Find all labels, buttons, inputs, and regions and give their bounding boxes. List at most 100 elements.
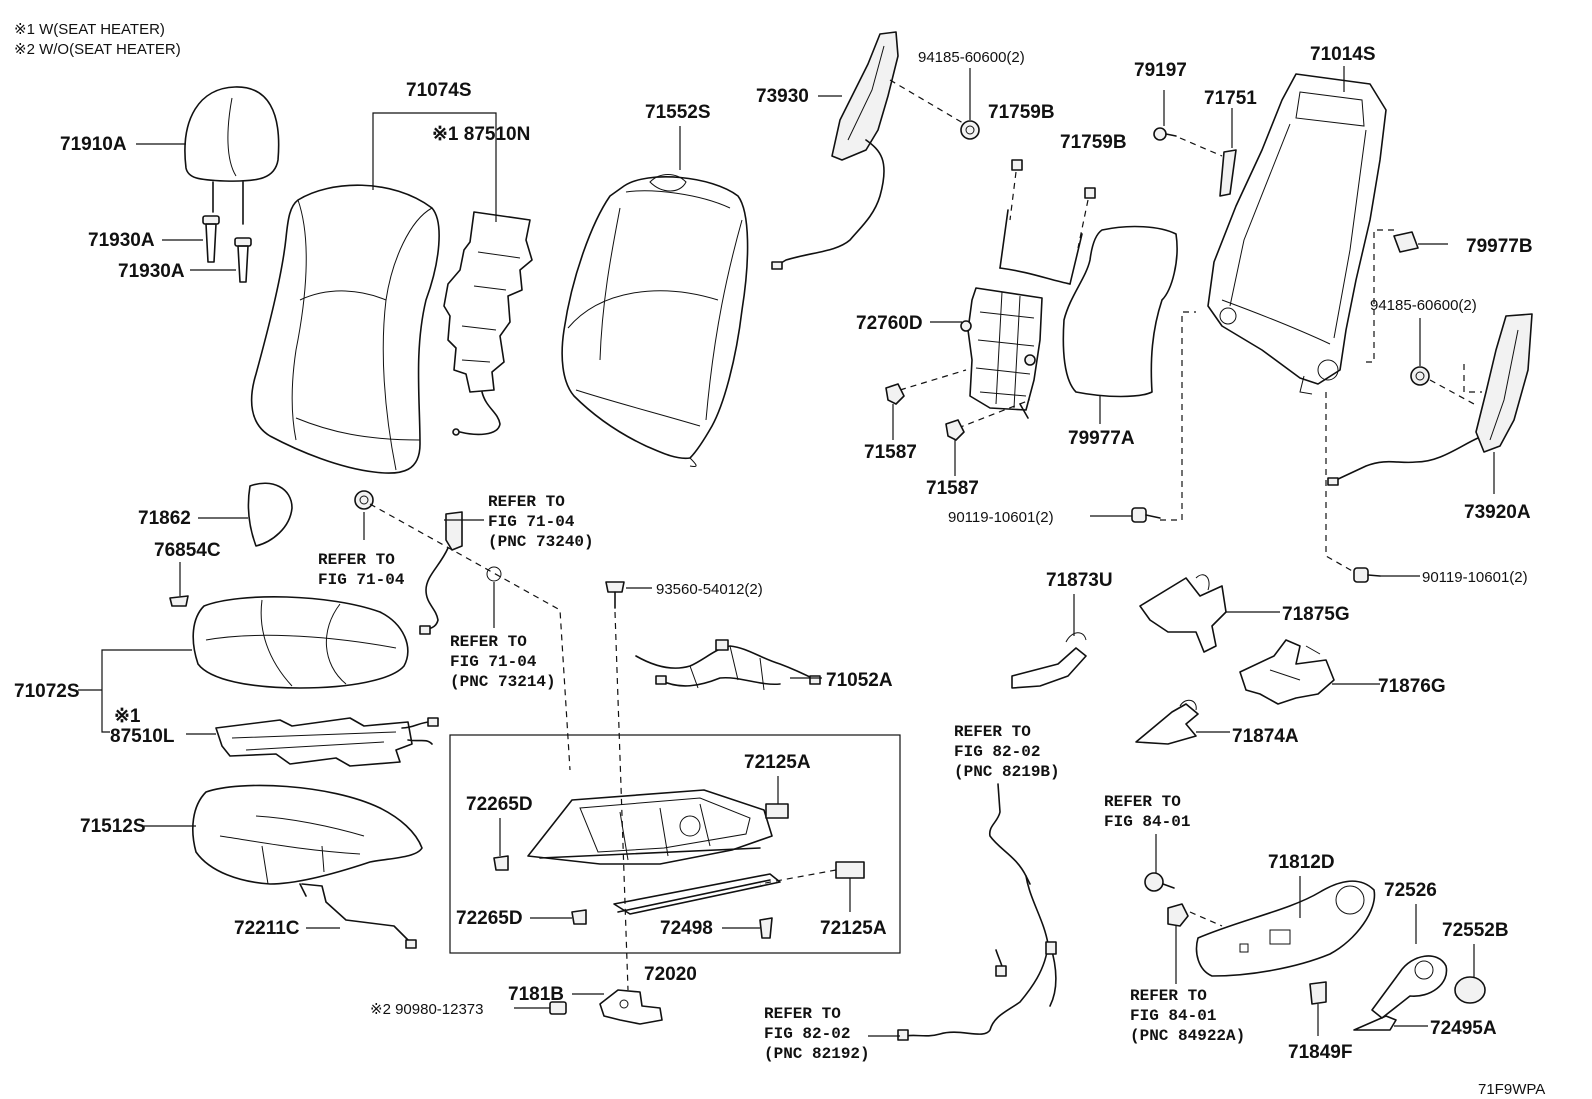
svg-text:(PNC 73214): (PNC 73214)	[450, 673, 556, 691]
label-72125A-upper[interactable]: 72125A	[744, 752, 811, 773]
ref-fig-82-02-pnc-82192[interactable]: REFER TO FIG 82-02 (PNC 82192)	[764, 1005, 870, 1063]
label-71759B-left[interactable]: 71759B	[988, 102, 1055, 123]
label-72020[interactable]: 72020	[644, 964, 697, 985]
note-no-seat-heater: ※2 W/O(SEAT HEATER)	[14, 41, 181, 58]
wire-harness-71052A-drawing	[635, 639, 821, 691]
cover-71849F-drawing	[1309, 981, 1327, 1005]
label-72552B[interactable]: 72552B	[1442, 920, 1509, 941]
cover-71876G-drawing	[1239, 639, 1335, 705]
label-71751[interactable]: 71751	[1204, 88, 1257, 109]
headrest-support-drawing	[202, 215, 252, 283]
label-71910A[interactable]: 71910A	[60, 134, 127, 155]
label-71873U[interactable]: 71873U	[1046, 570, 1113, 591]
cap-72552B-drawing	[1454, 976, 1486, 1004]
label-76854C[interactable]: 76854C	[154, 540, 221, 561]
ref-fig-82-02-pnc-8219B[interactable]: REFER TO FIG 82-02 (PNC 8219B)	[954, 723, 1060, 781]
svg-text:REFER TO: REFER TO	[450, 633, 527, 651]
headrest-drawing	[184, 86, 280, 225]
label-72265D-upper[interactable]: 72265D	[466, 794, 533, 815]
bolt-93560-drawing	[605, 581, 625, 609]
label-72211C[interactable]: 72211C	[234, 918, 300, 939]
label-90119-10601-right[interactable]: 90119-10601(2)	[1422, 569, 1528, 586]
label-94185-60600-right[interactable]: 94185-60600(2)	[1370, 297, 1477, 314]
svg-text:REFER TO: REFER TO	[954, 723, 1031, 741]
clip-71759B-right	[1084, 187, 1096, 199]
clip-72265D-lower-drawing	[571, 909, 587, 925]
seat-adjuster-box	[449, 734, 901, 954]
label-73930[interactable]: 73930	[756, 86, 809, 107]
label-72498[interactable]: 72498	[660, 918, 713, 939]
bolt-90119-right-drawing	[1353, 567, 1381, 583]
label-72495A[interactable]: 72495A	[1430, 1018, 1497, 1039]
ref-fig-71-04-pnc-73214[interactable]: REFER TO FIG 71-04 (PNC 73214)	[450, 633, 556, 691]
svg-text:FIG 82-02: FIG 82-02	[954, 743, 1040, 761]
svg-text:REFER TO: REFER TO	[764, 1005, 841, 1023]
svg-text:REFER TO: REFER TO	[488, 493, 565, 511]
clip-76854C-drawing	[169, 595, 189, 607]
side-airbag-right-drawing	[1327, 313, 1533, 486]
label-7181B[interactable]: 7181B	[508, 984, 564, 1005]
seat-cushion-cover-drawing	[192, 596, 409, 689]
label-71074S[interactable]: 71074S	[406, 80, 472, 101]
label-93560-54012[interactable]: 93560-54012(2)	[656, 581, 763, 598]
label-73920A[interactable]: 73920A	[1464, 502, 1531, 523]
clip-71587-drawing	[885, 383, 965, 441]
seatback-spring-drawing	[960, 209, 1083, 419]
ref-fig-84-01[interactable]: REFER TO FIG 84-01	[1104, 793, 1190, 831]
ref-fig-84-01-pnc-84922A[interactable]: REFER TO FIG 84-01 (PNC 84922A)	[1130, 987, 1245, 1045]
ref-fig-71-04[interactable]: REFER TO FIG 71-04	[318, 551, 405, 589]
cover-72125A-lower-drawing	[835, 861, 865, 879]
svg-text:FIG 71-04: FIG 71-04	[450, 653, 537, 671]
label-94185-60600-top[interactable]: 94185-60600(2)	[918, 49, 1025, 66]
label-71587-right[interactable]: 71587	[926, 478, 979, 499]
ref-fig-71-04-pnc-73240[interactable]: REFER TO FIG 71-04 (PNC 73240)	[488, 493, 594, 551]
label-79197[interactable]: 79197	[1134, 60, 1187, 81]
bracket-7181B-drawing	[599, 989, 663, 1025]
svg-text:FIG 84-01: FIG 84-01	[1130, 1007, 1216, 1025]
label-71552S[interactable]: 71552S	[645, 102, 711, 123]
label-72265D-lower[interactable]: 72265D	[456, 908, 523, 929]
label-87510L-mark[interactable]: ※1	[114, 706, 141, 727]
label-71930A-upper[interactable]: 71930A	[88, 230, 155, 251]
seat-adjuster-drawing	[527, 789, 781, 915]
label-72125A-lower[interactable]: 72125A	[820, 918, 887, 939]
clip-72498-drawing	[759, 917, 773, 939]
label-71876G[interactable]: 71876G	[1378, 676, 1446, 697]
label-71512S[interactable]: 71512S	[80, 816, 146, 837]
screw-79197-drawing	[1153, 127, 1177, 141]
label-72760D[interactable]: 72760D	[856, 313, 923, 334]
label-90980-12373[interactable]: ※2 90980-12373	[370, 1001, 484, 1018]
label-79977A[interactable]: 79977A	[1068, 428, 1135, 449]
label-71930A-lower[interactable]: 71930A	[118, 261, 185, 282]
seatback-frame-drawing	[1207, 73, 1387, 395]
seatback-pad-79977A-drawing	[1062, 225, 1178, 398]
label-90119-10601-left[interactable]: 90119-10601(2)	[948, 509, 1054, 526]
label-71849F[interactable]: 71849F	[1288, 1042, 1352, 1063]
seatback-pad-drawing	[561, 174, 749, 467]
label-71874A[interactable]: 71874A	[1232, 726, 1299, 747]
label-87510L[interactable]: 87510L	[110, 726, 175, 747]
label-71587-left[interactable]: 71587	[864, 442, 917, 463]
label-87510N[interactable]: ※1 87510N	[432, 124, 530, 145]
label-71052A[interactable]: 71052A	[826, 670, 893, 691]
switch-84-01-drawing	[1167, 903, 1189, 927]
label-79977B[interactable]: 79977B	[1466, 236, 1533, 257]
label-71875G[interactable]: 71875G	[1282, 604, 1350, 625]
bolt-90119-left-drawing	[1131, 507, 1161, 523]
cover-71862-drawing	[247, 482, 293, 547]
wire-72211C-drawing	[299, 883, 417, 949]
seatback-heater-drawing	[443, 211, 533, 436]
svg-text:FIG 82-02: FIG 82-02	[764, 1025, 850, 1043]
svg-text:FIG 84-01: FIG 84-01	[1104, 813, 1190, 831]
clip-71759B-left	[1011, 159, 1023, 171]
label-71014S[interactable]: 71014S	[1310, 44, 1376, 65]
label-71072S[interactable]: 71072S	[14, 681, 80, 702]
pad-79977B-drawing	[1393, 231, 1419, 253]
cover-71873U-drawing	[1011, 632, 1087, 689]
label-72526[interactable]: 72526	[1384, 880, 1437, 901]
label-71759B-right[interactable]: 71759B	[1060, 132, 1127, 153]
label-71862[interactable]: 71862	[138, 508, 191, 529]
nut-94185-right-drawing	[1410, 366, 1430, 386]
label-71812D[interactable]: 71812D	[1268, 852, 1335, 873]
